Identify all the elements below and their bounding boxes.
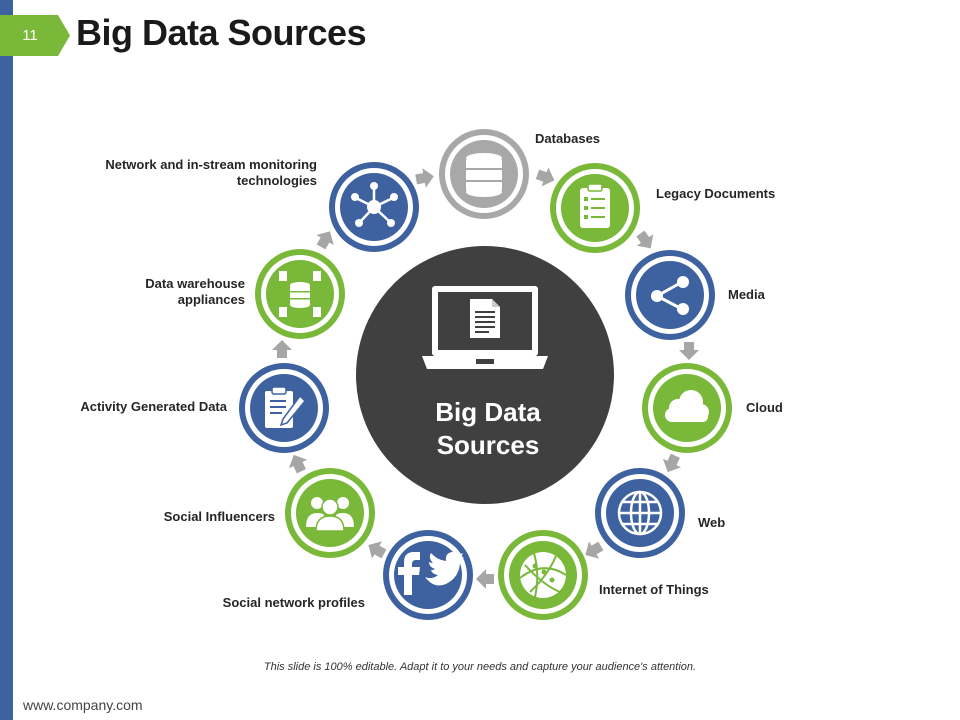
source-node-social-influencers xyxy=(285,468,375,558)
label-web: Web xyxy=(698,515,726,530)
arrow xyxy=(312,226,339,252)
label-media: Media xyxy=(728,287,765,302)
source-node-legacy-documents xyxy=(550,163,640,253)
arrow xyxy=(414,166,436,190)
label-network-monitoring: Network and in-stream monitoring technol… xyxy=(60,157,317,189)
label-social-influencers: Social Influencers xyxy=(163,509,275,524)
label-internet-of-things: Internet of Things xyxy=(599,582,709,597)
arrow xyxy=(284,450,311,476)
label-cloud: Cloud xyxy=(746,400,783,415)
source-node-cloud xyxy=(642,363,732,453)
clipboard-pen-icon xyxy=(265,386,307,428)
arrow xyxy=(534,164,558,190)
globe-icon xyxy=(617,490,663,536)
label-line: appliances xyxy=(177,292,245,307)
source-node-web xyxy=(595,468,685,558)
arrow xyxy=(476,569,494,589)
center-label-line1: Big Data xyxy=(435,397,541,427)
source-node-activity-generated-data xyxy=(239,363,329,453)
source-node-network-monitoring xyxy=(329,162,419,252)
facebook-twitter-icon xyxy=(398,552,464,595)
source-node-databases xyxy=(439,129,529,219)
label-legacy-documents: Legacy Documents xyxy=(656,186,776,201)
arrow xyxy=(363,536,389,563)
left-accent-bar xyxy=(0,0,13,720)
label-data-warehouse-appliances: Data warehouse appliances xyxy=(85,276,245,308)
network-sphere-icon xyxy=(519,552,567,598)
label-line: Network and in-stream monitoring xyxy=(105,157,317,172)
footer-note: This slide is 100% editable. Adapt it to… xyxy=(263,661,697,673)
people-group-icon xyxy=(306,497,354,532)
arrow xyxy=(272,340,292,358)
source-node-data-warehouse-appliances xyxy=(255,249,345,339)
page-title: Big Data Sources xyxy=(76,12,367,53)
database-documents-icon xyxy=(279,271,321,317)
cloud-icon xyxy=(665,390,709,422)
label-activity-generated-data: Activity Generated Data xyxy=(80,399,227,414)
slide-number: 11 xyxy=(22,27,38,44)
laptop-document-icon xyxy=(422,286,548,369)
clipboard-icon xyxy=(580,183,610,228)
database-icon xyxy=(466,153,502,197)
label-databases: Databases xyxy=(535,131,601,146)
source-node-social-network-profiles xyxy=(383,530,473,620)
network-hub-icon xyxy=(351,182,398,227)
share-icon xyxy=(651,276,689,315)
label-line: technologies xyxy=(236,173,317,188)
slide-number-badge: 11 xyxy=(0,15,70,56)
center-label-line2: Sources xyxy=(437,430,540,460)
source-node-media xyxy=(625,250,715,340)
arrow xyxy=(658,451,685,477)
arrow xyxy=(679,342,699,360)
arrow xyxy=(632,227,659,254)
label-line: Data warehouse xyxy=(145,276,245,291)
center-hub: Big Data Sources xyxy=(356,246,614,504)
footer-url: www.company.com xyxy=(23,697,143,713)
source-node-internet-of-things xyxy=(498,530,588,620)
label-social-network-profiles: Social network profiles xyxy=(222,595,365,610)
